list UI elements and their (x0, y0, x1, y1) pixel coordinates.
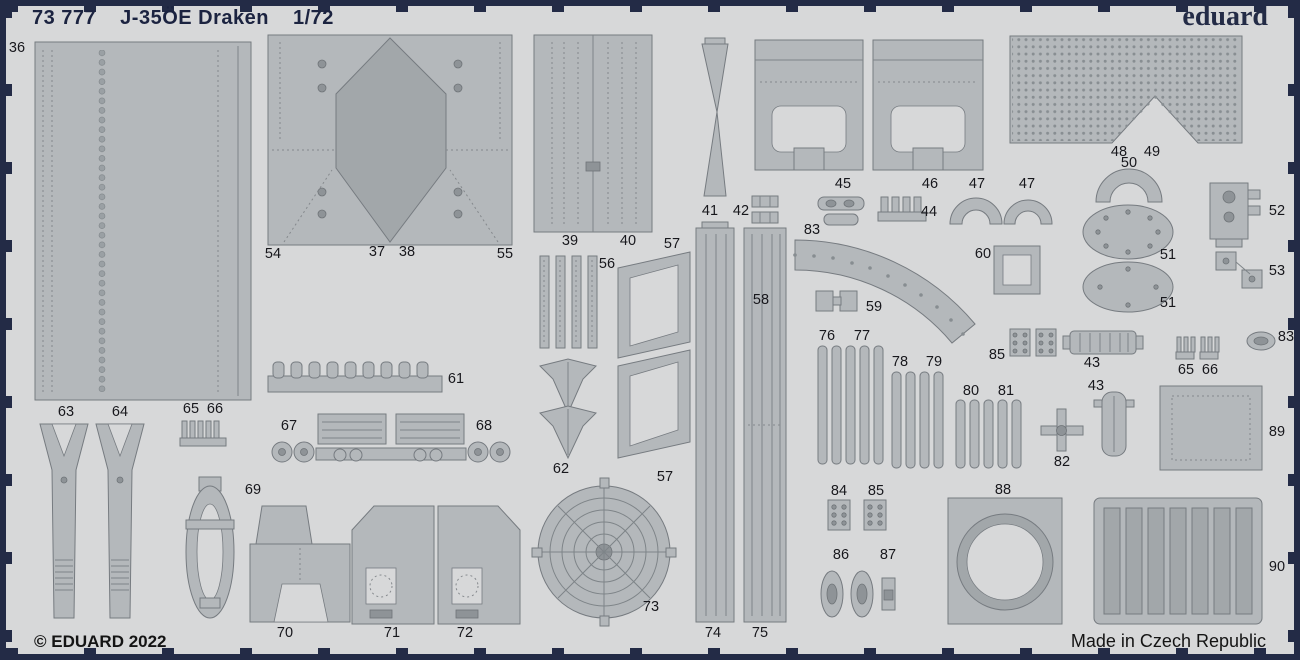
part-74 (695, 221, 735, 623)
part-71 (351, 505, 435, 625)
part-86-87 (820, 570, 896, 618)
kit-title: J-35ÖE Draken (120, 7, 269, 29)
part-73 (531, 477, 677, 627)
part-67-68 (271, 413, 511, 463)
part-90 (1093, 497, 1263, 625)
part-80-81-blades (955, 399, 1022, 469)
part-65-66-right (1175, 336, 1220, 360)
part-46 (872, 39, 984, 171)
part-51-ovals (1082, 204, 1174, 313)
part-64 (95, 423, 145, 619)
part-60 (993, 245, 1041, 295)
brand-logo: eduard (1182, 1, 1268, 32)
part-44 (877, 196, 927, 222)
part-72 (437, 505, 521, 625)
part-65-66-left (179, 420, 227, 447)
part-39-40 (533, 34, 653, 233)
part-37-38-plate (267, 34, 513, 246)
part-85-grids (1009, 328, 1057, 357)
catalog-number: 73 777 (32, 7, 97, 29)
frame-tabs-bottom (6, 648, 1294, 654)
part-89 (1159, 385, 1263, 471)
frame-tabs-top (6, 6, 1294, 12)
part-88 (947, 497, 1063, 625)
part-48-49-mesh (1009, 35, 1243, 144)
frame-border-left (0, 0, 6, 660)
part-76-77-blades (817, 345, 884, 465)
sheet-header: 73 777 J-35ÖE Draken 1/72 (32, 7, 334, 30)
part-63 (39, 423, 89, 619)
origin-text: Made in Czech Republic (1070, 631, 1266, 651)
frame-border-right (1294, 0, 1300, 660)
part-61 (267, 361, 443, 393)
part-50 (1095, 168, 1163, 203)
part-36 (34, 41, 252, 401)
part-47-arcs (949, 197, 1053, 225)
part-57-frames (617, 251, 691, 459)
part-78-79-blades (891, 371, 944, 469)
part-75 (743, 227, 787, 623)
part-84-85 (827, 499, 887, 531)
part-42 (751, 195, 779, 224)
frame-border-bottom (0, 654, 1300, 660)
part-53 (1215, 251, 1263, 289)
part-45 (754, 39, 864, 171)
kit-scale: 1/72 (292, 7, 334, 29)
part-41 (701, 37, 729, 197)
part-62 (539, 358, 597, 460)
part-83-right (1246, 331, 1276, 351)
frame-border-top (0, 0, 1300, 6)
part-56 (539, 255, 598, 349)
part-43-cylinder (1062, 330, 1144, 355)
part-43-capsule (1093, 391, 1135, 457)
part-58-arc (793, 239, 976, 344)
frame-tabs-left (6, 6, 12, 654)
frame-tabs-right (1288, 6, 1294, 654)
part-70 (249, 505, 351, 623)
copyright-text: © EDUARD 2022 (34, 632, 167, 651)
part-82 (1040, 408, 1084, 452)
part-59 (815, 290, 858, 312)
part-69 (185, 476, 235, 619)
part-83-top (817, 196, 865, 226)
part-52 (1209, 182, 1261, 248)
